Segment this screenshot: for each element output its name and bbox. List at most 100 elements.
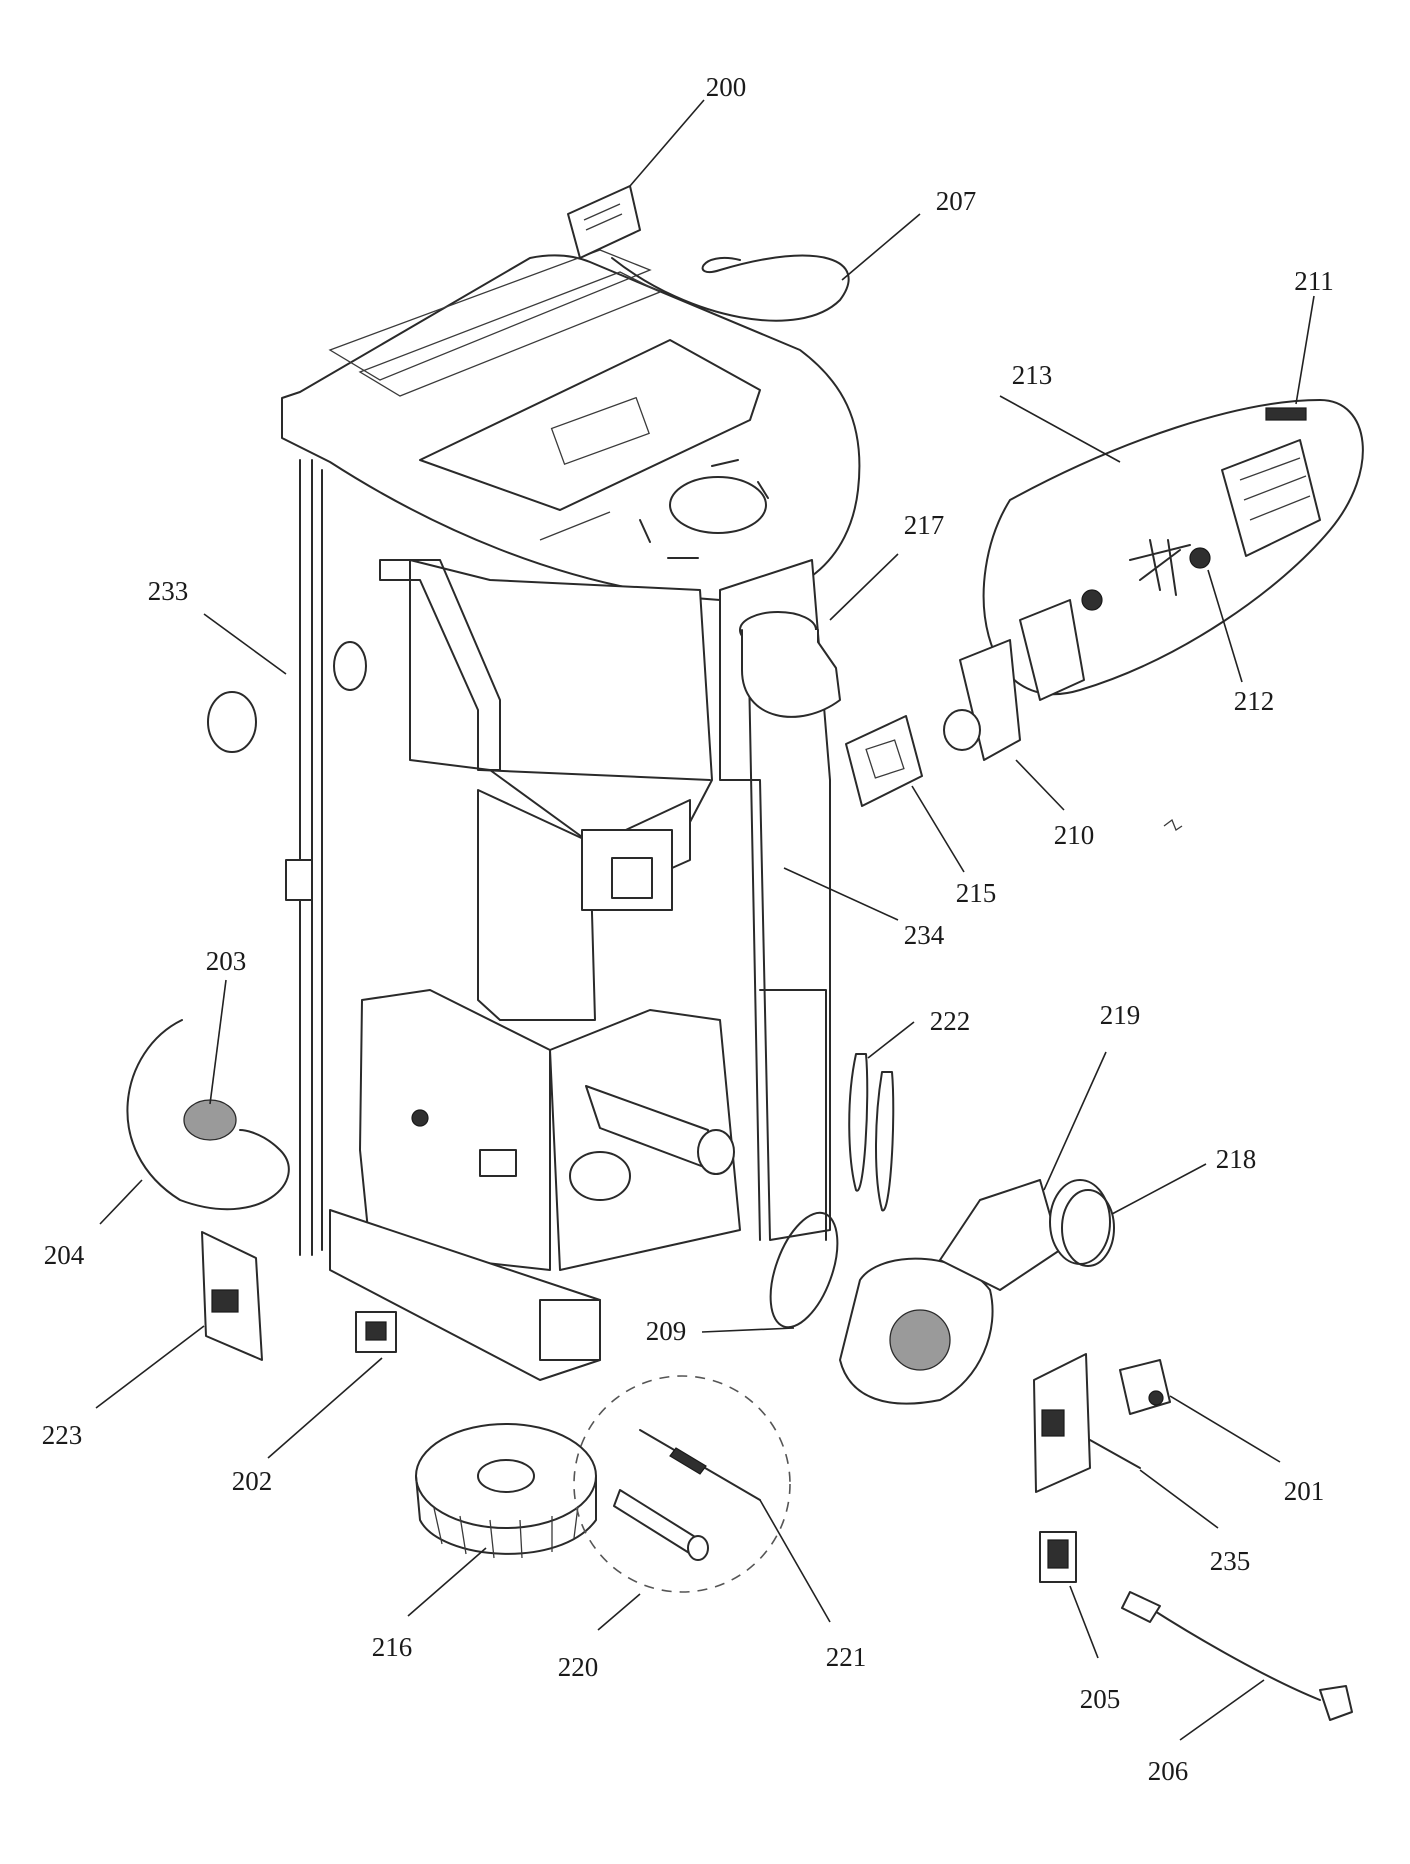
callout-213: 213 bbox=[1012, 360, 1053, 390]
inspection-window bbox=[581, 829, 673, 911]
front-lower-panel bbox=[477, 789, 596, 1021]
outlet-flange-seal bbox=[1061, 1189, 1115, 1267]
leader-219 bbox=[1043, 1051, 1107, 1191]
fan-wheel-top bbox=[415, 1423, 597, 1529]
top-edge-detail bbox=[539, 511, 611, 541]
base-foot bbox=[539, 1299, 601, 1361]
display-cable bbox=[611, 254, 850, 322]
fan-impeller bbox=[1129, 539, 1191, 596]
base-rail bbox=[329, 1209, 601, 1381]
callout-222: 222 bbox=[930, 1006, 971, 1036]
thermostat bbox=[1119, 1359, 1171, 1415]
right-column-panel bbox=[719, 559, 831, 1241]
igniter-group bbox=[573, 1375, 791, 1593]
elbow-body bbox=[741, 629, 841, 718]
ash-grille bbox=[569, 1151, 631, 1201]
leader-220 bbox=[597, 1593, 641, 1631]
power-switch-rocker bbox=[365, 1321, 387, 1341]
top-vent-slot-1 bbox=[328, 249, 652, 381]
callout-234: 234 bbox=[904, 920, 945, 950]
callout-235: 235 bbox=[1210, 1546, 1251, 1576]
leader-234 bbox=[783, 867, 899, 921]
callout-labels: 200 207 211 213 217 212 233 210 215 234 … bbox=[42, 72, 1334, 1786]
callout-200: 200 bbox=[706, 72, 747, 102]
leader-215 bbox=[911, 785, 965, 873]
power-plug bbox=[1319, 1685, 1353, 1721]
leader-216 bbox=[407, 1547, 487, 1617]
exhaust-fan-assembly bbox=[943, 399, 1364, 761]
hopper-bracket bbox=[379, 559, 501, 771]
leader-200 bbox=[629, 99, 705, 187]
fan-housing bbox=[1221, 439, 1321, 557]
callout-207: 207 bbox=[936, 186, 977, 216]
callout-233: 233 bbox=[148, 576, 189, 606]
power-cord bbox=[1149, 1607, 1321, 1701]
leader-lines bbox=[95, 99, 1315, 1741]
callout-217: 217 bbox=[904, 510, 945, 540]
power-cord-connector bbox=[1121, 1591, 1161, 1623]
pressure-tube bbox=[126, 1019, 290, 1211]
stray-mark bbox=[1163, 818, 1183, 831]
blower-motor bbox=[889, 1309, 951, 1371]
callout-203: 203 bbox=[206, 946, 247, 976]
callout-220: 220 bbox=[558, 1652, 599, 1682]
leader-210 bbox=[1015, 759, 1065, 811]
lower-panel-slot bbox=[479, 1149, 517, 1177]
pressure-switch bbox=[183, 1099, 237, 1141]
leader-202 bbox=[267, 1357, 383, 1459]
callout-210: 210 bbox=[1054, 820, 1095, 850]
leader-223 bbox=[95, 1325, 205, 1409]
leader-203 bbox=[209, 979, 227, 1105]
top-cover bbox=[281, 254, 861, 602]
callout-216: 216 bbox=[372, 1632, 413, 1662]
stove-body bbox=[207, 249, 861, 1381]
leader-217 bbox=[829, 553, 899, 621]
electronic-board-relay bbox=[1041, 1409, 1065, 1437]
leader-222 bbox=[867, 1021, 915, 1059]
leader-206 bbox=[1179, 1679, 1265, 1741]
leader-201 bbox=[1169, 1395, 1281, 1463]
callout-221: 221 bbox=[826, 1642, 867, 1672]
leader-209 bbox=[701, 1327, 795, 1333]
right-lower-panel bbox=[759, 989, 827, 1241]
callout-209: 209 bbox=[646, 1316, 687, 1346]
burner-tube-end bbox=[697, 1129, 735, 1175]
fan-bearing bbox=[1189, 547, 1211, 569]
lower-left-panel bbox=[359, 989, 551, 1271]
top-opening-marks bbox=[639, 459, 769, 559]
callout-218: 218 bbox=[1216, 1144, 1257, 1174]
igniter-element bbox=[669, 1447, 707, 1475]
callout-201: 201 bbox=[1284, 1476, 1325, 1506]
leader-205 bbox=[1069, 1585, 1099, 1659]
hopper-lid bbox=[419, 339, 761, 511]
callout-204: 204 bbox=[44, 1240, 85, 1270]
right-column-seam bbox=[747, 619, 761, 1241]
sensor-cable bbox=[1089, 1439, 1141, 1469]
flange-gasket-opening bbox=[865, 739, 905, 779]
blower-gasket-ring bbox=[769, 1211, 839, 1329]
leader-204 bbox=[99, 1179, 143, 1225]
callout-206: 206 bbox=[1148, 1756, 1189, 1786]
pressure-switch-assembly bbox=[126, 1019, 290, 1211]
leader-233 bbox=[203, 613, 287, 675]
lid-handle bbox=[550, 396, 650, 466]
flue-elbow bbox=[739, 611, 841, 718]
callout-223: 223 bbox=[42, 1420, 83, 1450]
thermostat-knob bbox=[1148, 1390, 1164, 1406]
igniter-sleeve bbox=[613, 1489, 701, 1557]
leader-211 bbox=[1295, 295, 1315, 405]
leader-213 bbox=[999, 395, 1121, 463]
fan-motor-shaft bbox=[943, 709, 981, 751]
door-gasket-1 bbox=[848, 1053, 869, 1192]
flange-gasket bbox=[845, 715, 923, 807]
callout-205: 205 bbox=[1080, 1684, 1121, 1714]
impeller-hub bbox=[1081, 589, 1103, 611]
lower-panel-component bbox=[411, 1109, 429, 1127]
power-socket-inlet bbox=[1047, 1539, 1069, 1569]
control-panel-detail bbox=[583, 203, 623, 231]
left-frame-rails bbox=[299, 459, 323, 1256]
pellet-hopper bbox=[409, 559, 713, 851]
fan-wheel-hub bbox=[477, 1459, 535, 1493]
